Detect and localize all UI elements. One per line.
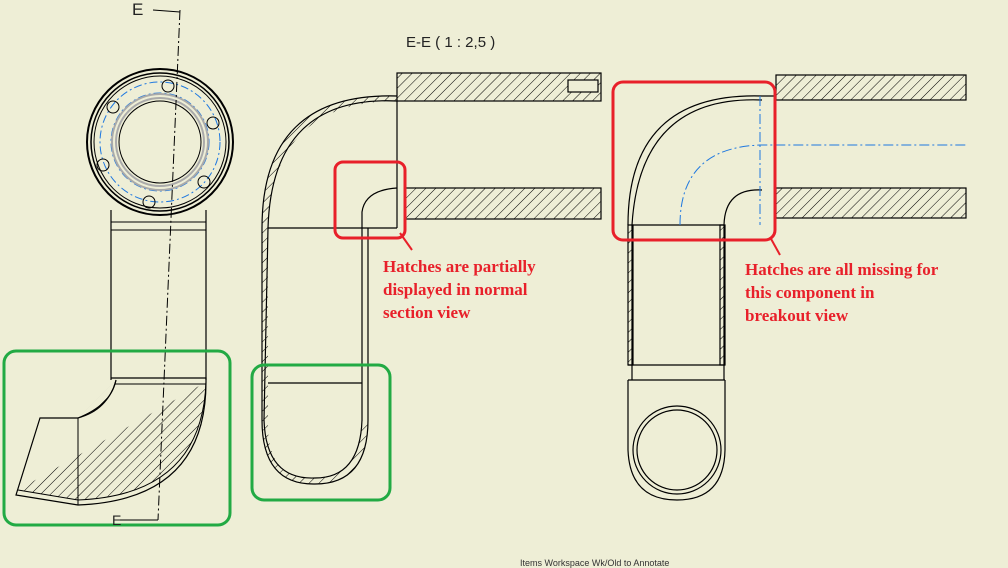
annotation-missing-hatches: Hatches are all missing for this compone… <box>745 260 939 325</box>
callout-arrow-right <box>769 236 781 256</box>
section-view-normal <box>261 72 602 485</box>
section-label-bottom: E <box>112 512 122 528</box>
green-highlight-middle <box>250 363 392 502</box>
flange-end-view <box>15 9 234 521</box>
view-title: E-E ( 1 : 2,5 ) <box>406 34 496 51</box>
footer-text: Items Workspace Wk/Old to Annotate <box>520 558 670 568</box>
red-highlight-right <box>611 80 777 242</box>
annotation-partial-hatches: Hatches are partially displayed in norma… <box>383 257 536 322</box>
breakout-view <box>627 74 967 501</box>
bolt-holes <box>96 79 220 209</box>
red-highlight-middle <box>333 160 407 240</box>
green-highlight-left <box>2 349 232 527</box>
callout-arrow-middle <box>399 232 413 251</box>
section-label-top: E <box>132 0 144 19</box>
